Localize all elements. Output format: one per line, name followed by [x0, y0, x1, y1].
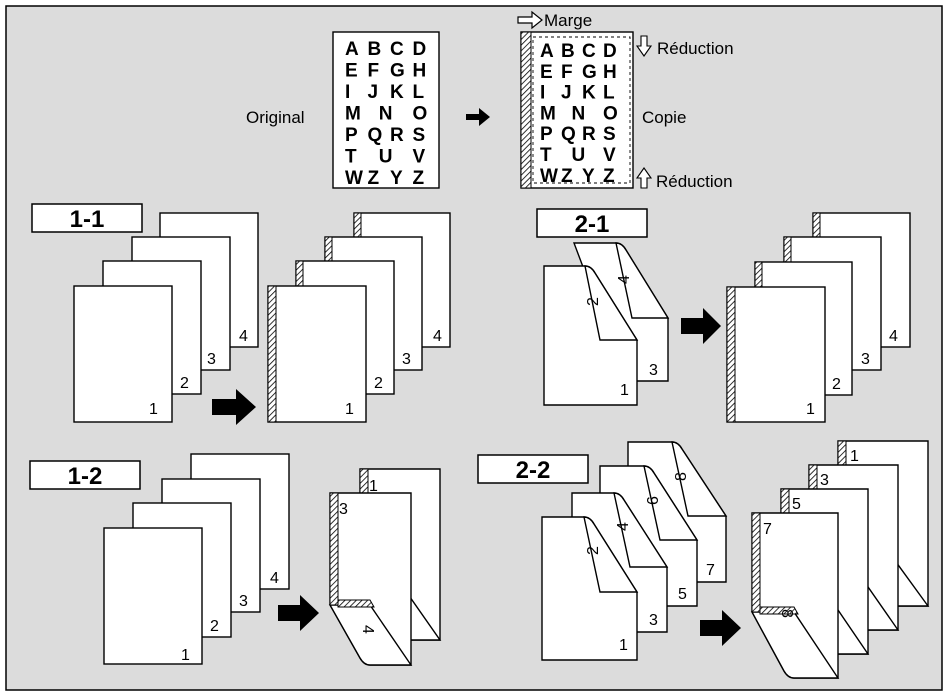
- svg-text:1: 1: [181, 647, 190, 664]
- svg-text:6: 6: [645, 496, 662, 505]
- mode-label: 1-1: [70, 206, 105, 233]
- copy-stack: 4 3 2 1: [726, 212, 911, 423]
- copy-label: Copie: [642, 108, 686, 127]
- mode-2-1: 2-1 4 3 2 1 4 3 2 1: [536, 208, 911, 423]
- svg-text:2: 2: [585, 297, 602, 306]
- svg-text:5: 5: [678, 586, 687, 603]
- svg-text:3: 3: [820, 472, 829, 489]
- copy-reduction-area: [532, 36, 631, 184]
- svg-text:4: 4: [616, 275, 633, 284]
- svg-text:3: 3: [402, 351, 411, 368]
- svg-text:3: 3: [649, 362, 658, 379]
- reduction-up-arrow-icon: [635, 167, 653, 189]
- svg-text:1: 1: [806, 401, 815, 418]
- svg-text:1: 1: [369, 478, 378, 495]
- svg-text:2: 2: [210, 618, 219, 635]
- mode-1-2: 1-2 4 3 2 1 1 2 3 4: [29, 453, 442, 666]
- svg-text:8: 8: [673, 472, 690, 481]
- svg-text:2: 2: [374, 375, 383, 392]
- mode-label: 1-2: [68, 463, 103, 490]
- svg-text:2: 2: [585, 546, 602, 555]
- mode-label-box: [536, 208, 648, 238]
- svg-text:4: 4: [433, 328, 442, 345]
- mode-label-box: [29, 460, 141, 490]
- svg-text:4: 4: [359, 625, 376, 634]
- copy-stack: 4 3 2 1: [267, 212, 451, 423]
- copy-letters-row-4: MNO: [540, 103, 618, 124]
- duplex-copy-stack: 1 2 3 4 5 6 7 8: [750, 440, 930, 679]
- arrow-icon: [212, 389, 256, 425]
- mode-2-2: 2-2 8 7 6 5 4 3 2 1 1 2: [477, 440, 930, 679]
- svg-text:1: 1: [619, 637, 628, 654]
- reduction-top-label: Réduction: [657, 39, 734, 58]
- svg-text:8: 8: [778, 609, 795, 618]
- svg-text:4: 4: [270, 570, 279, 587]
- duplex-original-stack: 8 7 6 5 4 3 2 1: [541, 441, 728, 661]
- svg-text:4: 4: [239, 328, 248, 345]
- svg-text:1: 1: [149, 401, 158, 418]
- mode-label-box: [31, 203, 143, 233]
- svg-text:3: 3: [239, 593, 248, 610]
- margin-label: Marge: [544, 11, 592, 30]
- svg-text:5: 5: [792, 496, 801, 513]
- original-label: Original: [246, 108, 305, 127]
- reduction-down-arrow-icon: [635, 35, 653, 57]
- arrow-icon: [700, 610, 741, 646]
- svg-text:3: 3: [649, 612, 658, 629]
- svg-text:4: 4: [889, 328, 898, 345]
- original-sheet: [332, 31, 440, 189]
- arrow-icon: [681, 308, 721, 344]
- copy-sheet: [520, 31, 634, 189]
- duplex-copy-stack: 1 2 3 4: [328, 468, 442, 666]
- mode-label: 2-2: [516, 457, 551, 484]
- svg-text:7: 7: [706, 562, 715, 579]
- arrow-icon: [278, 595, 319, 631]
- svg-text:3: 3: [207, 351, 216, 368]
- svg-text:1: 1: [345, 401, 354, 418]
- svg-text:3: 3: [861, 351, 870, 368]
- svg-text:3: 3: [339, 501, 348, 518]
- margin-indicator: Marge: [517, 10, 592, 30]
- copy-margin-strip: [520, 31, 532, 189]
- svg-text:2: 2: [832, 376, 841, 393]
- duplex-original-stack: 4 3 2 1: [543, 242, 670, 406]
- svg-text:1: 1: [620, 382, 629, 399]
- copy-letters-row-6: TUV: [540, 145, 616, 166]
- svg-text:7: 7: [763, 521, 772, 538]
- mode-1-1: 1-1 4 3 2 1 4 3 2 1: [31, 203, 451, 425]
- svg-text:1: 1: [850, 448, 859, 465]
- reduction-bottom-label: Réduction: [656, 172, 733, 191]
- top-transform-arrow: [466, 108, 490, 126]
- original-stack: 4 3 2 1: [73, 212, 259, 423]
- mode-label: 2-1: [575, 211, 610, 238]
- svg-text:2: 2: [180, 375, 189, 392]
- original-letters-row-4: MNO: [345, 104, 427, 125]
- original-stack: 4 3 2 1: [103, 453, 290, 665]
- mode-label-box: [477, 454, 589, 484]
- margin-arrow-icon: [517, 10, 543, 30]
- svg-text:4: 4: [615, 522, 632, 531]
